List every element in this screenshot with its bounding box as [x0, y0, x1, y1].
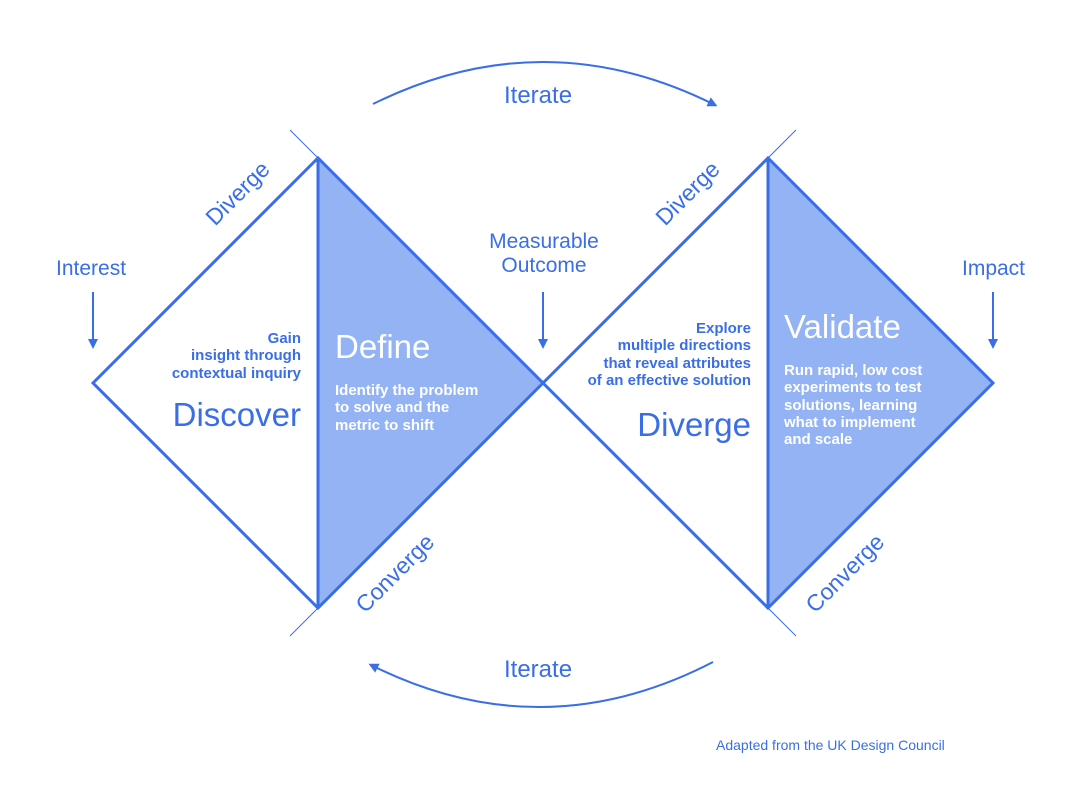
- credit-text: Adapted from the UK Design Council: [716, 737, 945, 753]
- tip-extension-line: [739, 579, 797, 637]
- measurable-outcome-line: Measurable: [489, 230, 599, 253]
- validate-title: Validate: [784, 308, 901, 345]
- diverge-validate-diamond: [540, 155, 996, 611]
- tip-extension-line: [289, 579, 347, 637]
- define-description-line: Identify the problem: [335, 382, 479, 399]
- validate-description-line: what to implement: [784, 413, 916, 431]
- iterate-bottom-arc: [368, 661, 714, 708]
- discover-description-line: contextual inquiry: [171, 364, 301, 382]
- diverge-description: Explore multiple directions that reveal …: [560, 320, 751, 389]
- define-description-line: metric to shift: [335, 416, 435, 434]
- validate-description-line: solutions, learning: [784, 396, 918, 414]
- discover-title: Discover: [172, 396, 301, 433]
- impact-label: Impact: [962, 257, 1026, 280]
- iterate-top-label: Iterate: [504, 82, 573, 109]
- measurable-outcome-label: Measurable Outcome: [484, 230, 604, 278]
- define-title: Define: [335, 328, 431, 365]
- discover-description-line: Gain: [267, 330, 301, 347]
- diverge-title: Diverge: [637, 406, 751, 443]
- measurable-outcome-line: Outcome: [501, 254, 587, 278]
- discover-description: Gain insight through contextual inquiry: [140, 330, 301, 382]
- define-description-line: to solve and the: [335, 399, 450, 417]
- validate-description-line: experiments to test: [784, 379, 922, 397]
- diverge-description-line: Explore: [695, 320, 751, 337]
- iterate-top-arc: [372, 61, 718, 107]
- validate-description: Run rapid, low cost experiments to test …: [784, 362, 964, 448]
- define-shaded-area: [318, 158, 543, 608]
- validate-shaded-area: [768, 158, 993, 608]
- discover-description-line: insight through: [191, 347, 301, 365]
- tip-extension-line: [289, 129, 347, 187]
- validate-description-line: Run rapid, low cost: [784, 362, 923, 379]
- diverge-description-line: that reveal attributes: [603, 354, 751, 372]
- diverge-description-line: multiple directions: [617, 337, 751, 355]
- diverge-description-line: of an effective solution: [587, 371, 751, 389]
- validate-description-line: and scale: [784, 431, 853, 448]
- interest-label: Interest: [56, 257, 127, 280]
- iterate-bottom-label: Iterate: [504, 656, 573, 683]
- tip-extension-line: [739, 129, 797, 187]
- define-description: Identify the problem to solve and the me…: [335, 382, 515, 434]
